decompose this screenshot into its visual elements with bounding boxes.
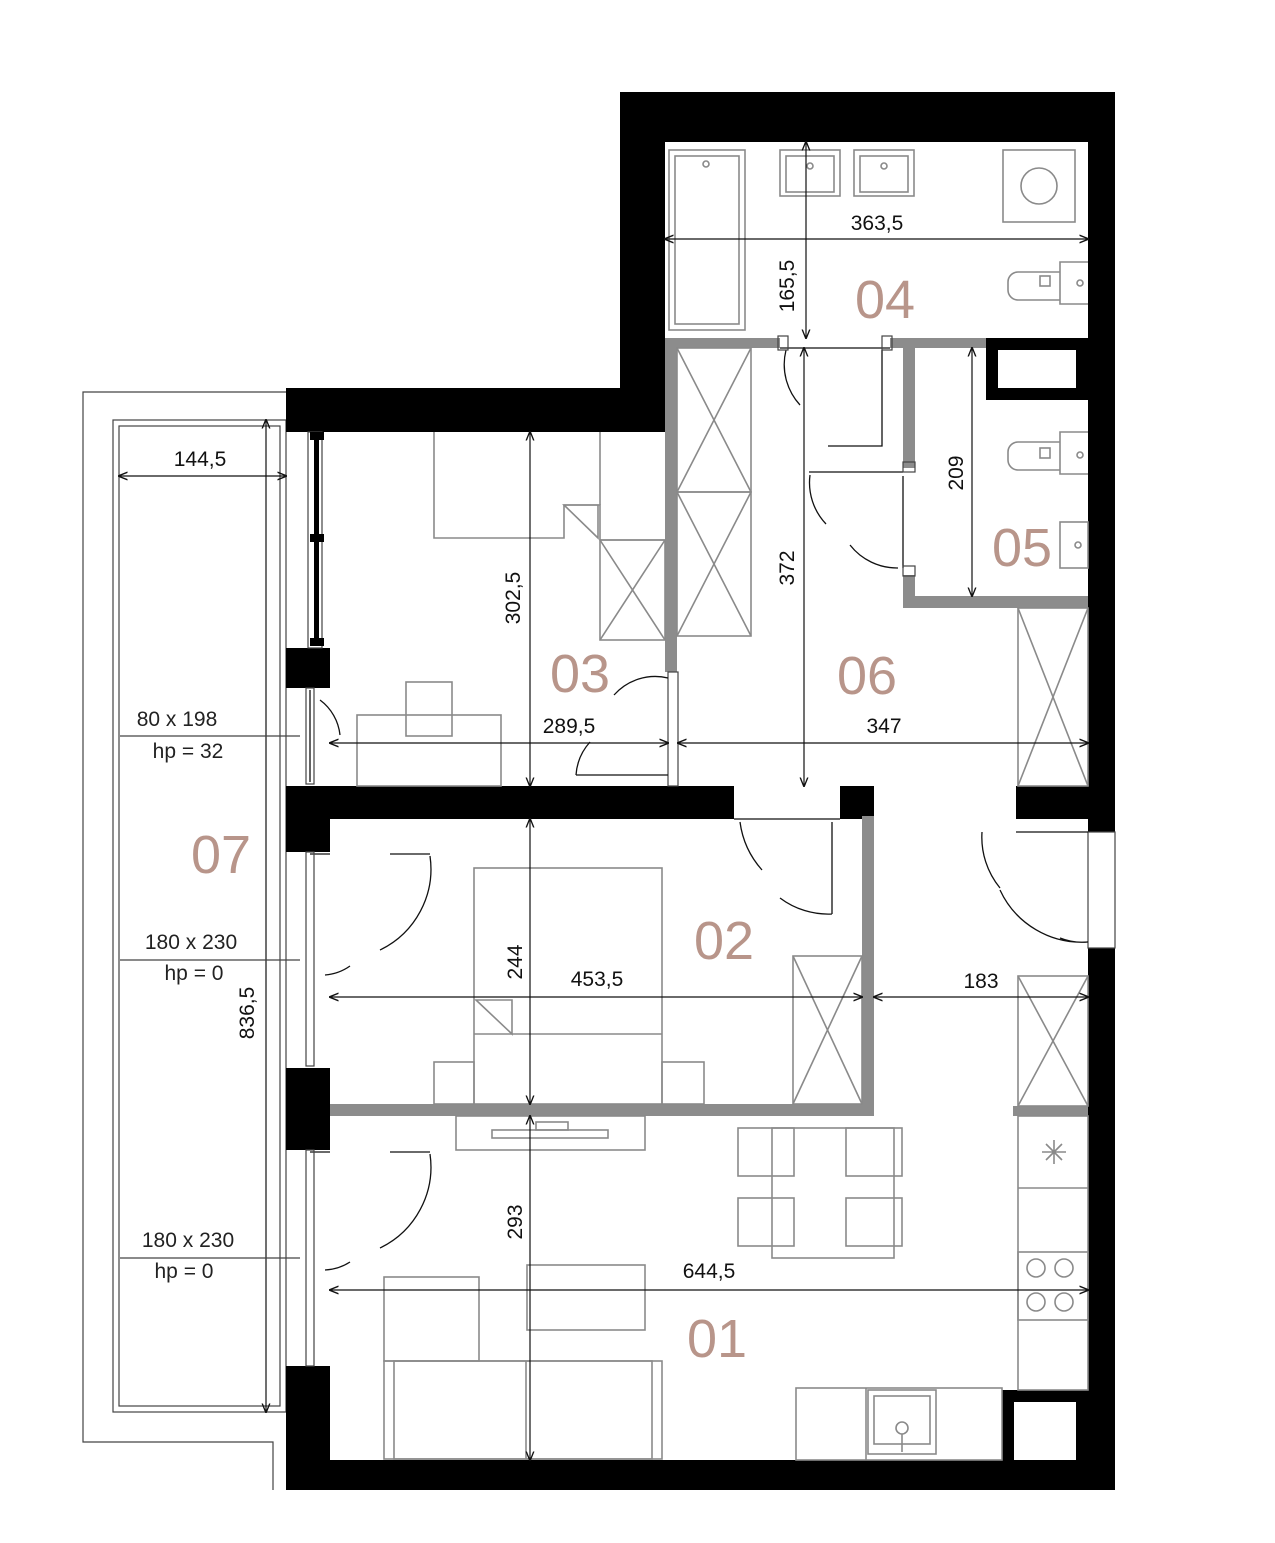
- windows: [307, 431, 1116, 949]
- exterior-walls: [286, 92, 1115, 1490]
- room-label-07: 07: [191, 825, 251, 885]
- room-label-05: 05: [992, 518, 1052, 578]
- room-label-03: 03: [550, 644, 610, 704]
- opening-size-1: 80 x 198: [137, 708, 218, 731]
- dim-209: 209: [945, 455, 968, 490]
- dim-347: 347: [866, 715, 901, 738]
- room-label-01: 01: [687, 1309, 747, 1369]
- dimension-labels: 363,5 165,5 209 144,5 302,5 372 289,5 34…: [174, 212, 999, 1283]
- partitions: [330, 338, 1088, 1116]
- opening-size-3: 180 x 230: [142, 1229, 234, 1252]
- opening-size-2: 180 x 230: [145, 931, 237, 954]
- room-label-04: 04: [855, 270, 915, 330]
- dim-293: 293: [504, 1204, 527, 1239]
- dim-289-5: 289,5: [543, 715, 596, 738]
- dim-302-5: 302,5: [502, 572, 525, 625]
- dim-165-5: 165,5: [776, 260, 799, 313]
- opening-hp-1: hp = 32: [153, 740, 224, 763]
- room-labels: 04 05 03 06 07 02 01: [191, 270, 1052, 1369]
- dim-363-5: 363,5: [851, 212, 904, 235]
- dim-644-5: 644,5: [683, 1260, 736, 1283]
- dim-836-5: 836,5: [236, 987, 259, 1040]
- opening-hp-3: hp = 0: [155, 1260, 214, 1283]
- dim-372: 372: [776, 550, 799, 585]
- dim-144-5: 144,5: [174, 448, 227, 471]
- dim-183: 183: [963, 970, 998, 993]
- dim-453-5: 453,5: [571, 968, 624, 991]
- doors: [305, 335, 1089, 1367]
- balcony-outline: [82, 391, 287, 1490]
- dim-244: 244: [504, 944, 527, 979]
- opening-hp-2: hp = 0: [165, 962, 224, 985]
- dimension-lines: [119, 142, 1088, 1460]
- room-label-02: 02: [694, 911, 754, 971]
- room-label-06: 06: [837, 646, 897, 706]
- opening-labels: 80 x 198 hp = 32 180 x 230 hp = 0 180 x …: [137, 708, 237, 1283]
